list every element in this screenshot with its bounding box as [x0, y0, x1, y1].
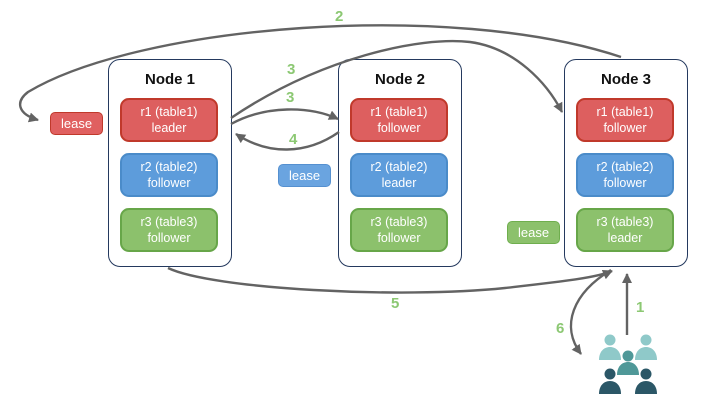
replica-role: follower	[147, 231, 191, 245]
replica-name: r1 (table1)	[596, 104, 654, 119]
replica-name: r3 (table3)	[140, 214, 198, 229]
step-label-6: 6	[556, 320, 565, 337]
node-1-title: Node 1	[144, 71, 195, 88]
node2-replica-r1: r1 (table1) follower	[350, 98, 448, 142]
replica-role: follower	[603, 121, 647, 135]
node-2-title: Node 2	[374, 71, 425, 88]
node1-replica-r1: r1 (table1) leader	[120, 98, 218, 142]
replica-role: follower	[603, 176, 647, 190]
person-icon	[635, 368, 657, 394]
replica-name: r2 (table2)	[140, 159, 198, 174]
lease-label-table2: lease	[278, 164, 332, 187]
person-icon	[617, 350, 639, 375]
node-3: Node 3 r1 (table1) follower r2 (table2) …	[564, 59, 688, 267]
step-label-3a: 3	[287, 61, 296, 78]
person-icon	[635, 334, 657, 360]
replica-name: r3 (table3)	[596, 214, 654, 229]
replica-name: r1 (table1)	[370, 104, 428, 119]
node2-replica-r2: r2 (table2) leader	[350, 153, 448, 197]
replica-name: r2 (table2)	[370, 159, 428, 174]
replica-role: follower	[147, 176, 191, 190]
node2-replica-r3: r3 (table3) follower	[350, 208, 448, 252]
replica-role: follower	[377, 231, 421, 245]
replica-role: leader	[151, 121, 187, 135]
replica-role: leader	[607, 231, 643, 245]
node1-replica-r2: r2 (table2) follower	[120, 153, 218, 197]
replica-name: r3 (table3)	[370, 214, 428, 229]
replica-role: follower	[377, 121, 421, 135]
node3-replica-r3: r3 (table3) leader	[576, 208, 674, 252]
node1-replica-r3: r3 (table3) follower	[120, 208, 218, 252]
node3-replica-r1: r1 (table1) follower	[576, 98, 674, 142]
step-label-4: 4	[289, 131, 298, 148]
node-2: Node 2 r1 (table1) follower r2 (table2) …	[338, 59, 462, 267]
step-label-3b: 3	[286, 89, 295, 106]
users-group-icon	[599, 334, 657, 394]
node-1: Node 1 r1 (table1) leader r2 (table2) fo…	[108, 59, 232, 267]
arrow-step3-to-node2	[230, 108, 339, 126]
arrow-step4	[235, 131, 340, 151]
node3-replica-r2: r2 (table2) follower	[576, 153, 674, 197]
arrow-step6	[569, 268, 612, 355]
step-label-1: 1	[636, 299, 645, 316]
node-3-title: Node 3	[600, 71, 651, 88]
person-icon	[599, 334, 621, 360]
lease-label-table3: lease	[507, 221, 561, 244]
arrow-step5	[167, 266, 613, 294]
step-label-5: 5	[391, 295, 400, 312]
replica-name: r2 (table2)	[596, 159, 654, 174]
step-label-2: 2	[335, 8, 344, 25]
person-icon	[599, 368, 621, 394]
replica-role: leader	[381, 176, 417, 190]
lease-label-table1: lease	[50, 112, 104, 135]
replica-name: r1 (table1)	[140, 104, 198, 119]
